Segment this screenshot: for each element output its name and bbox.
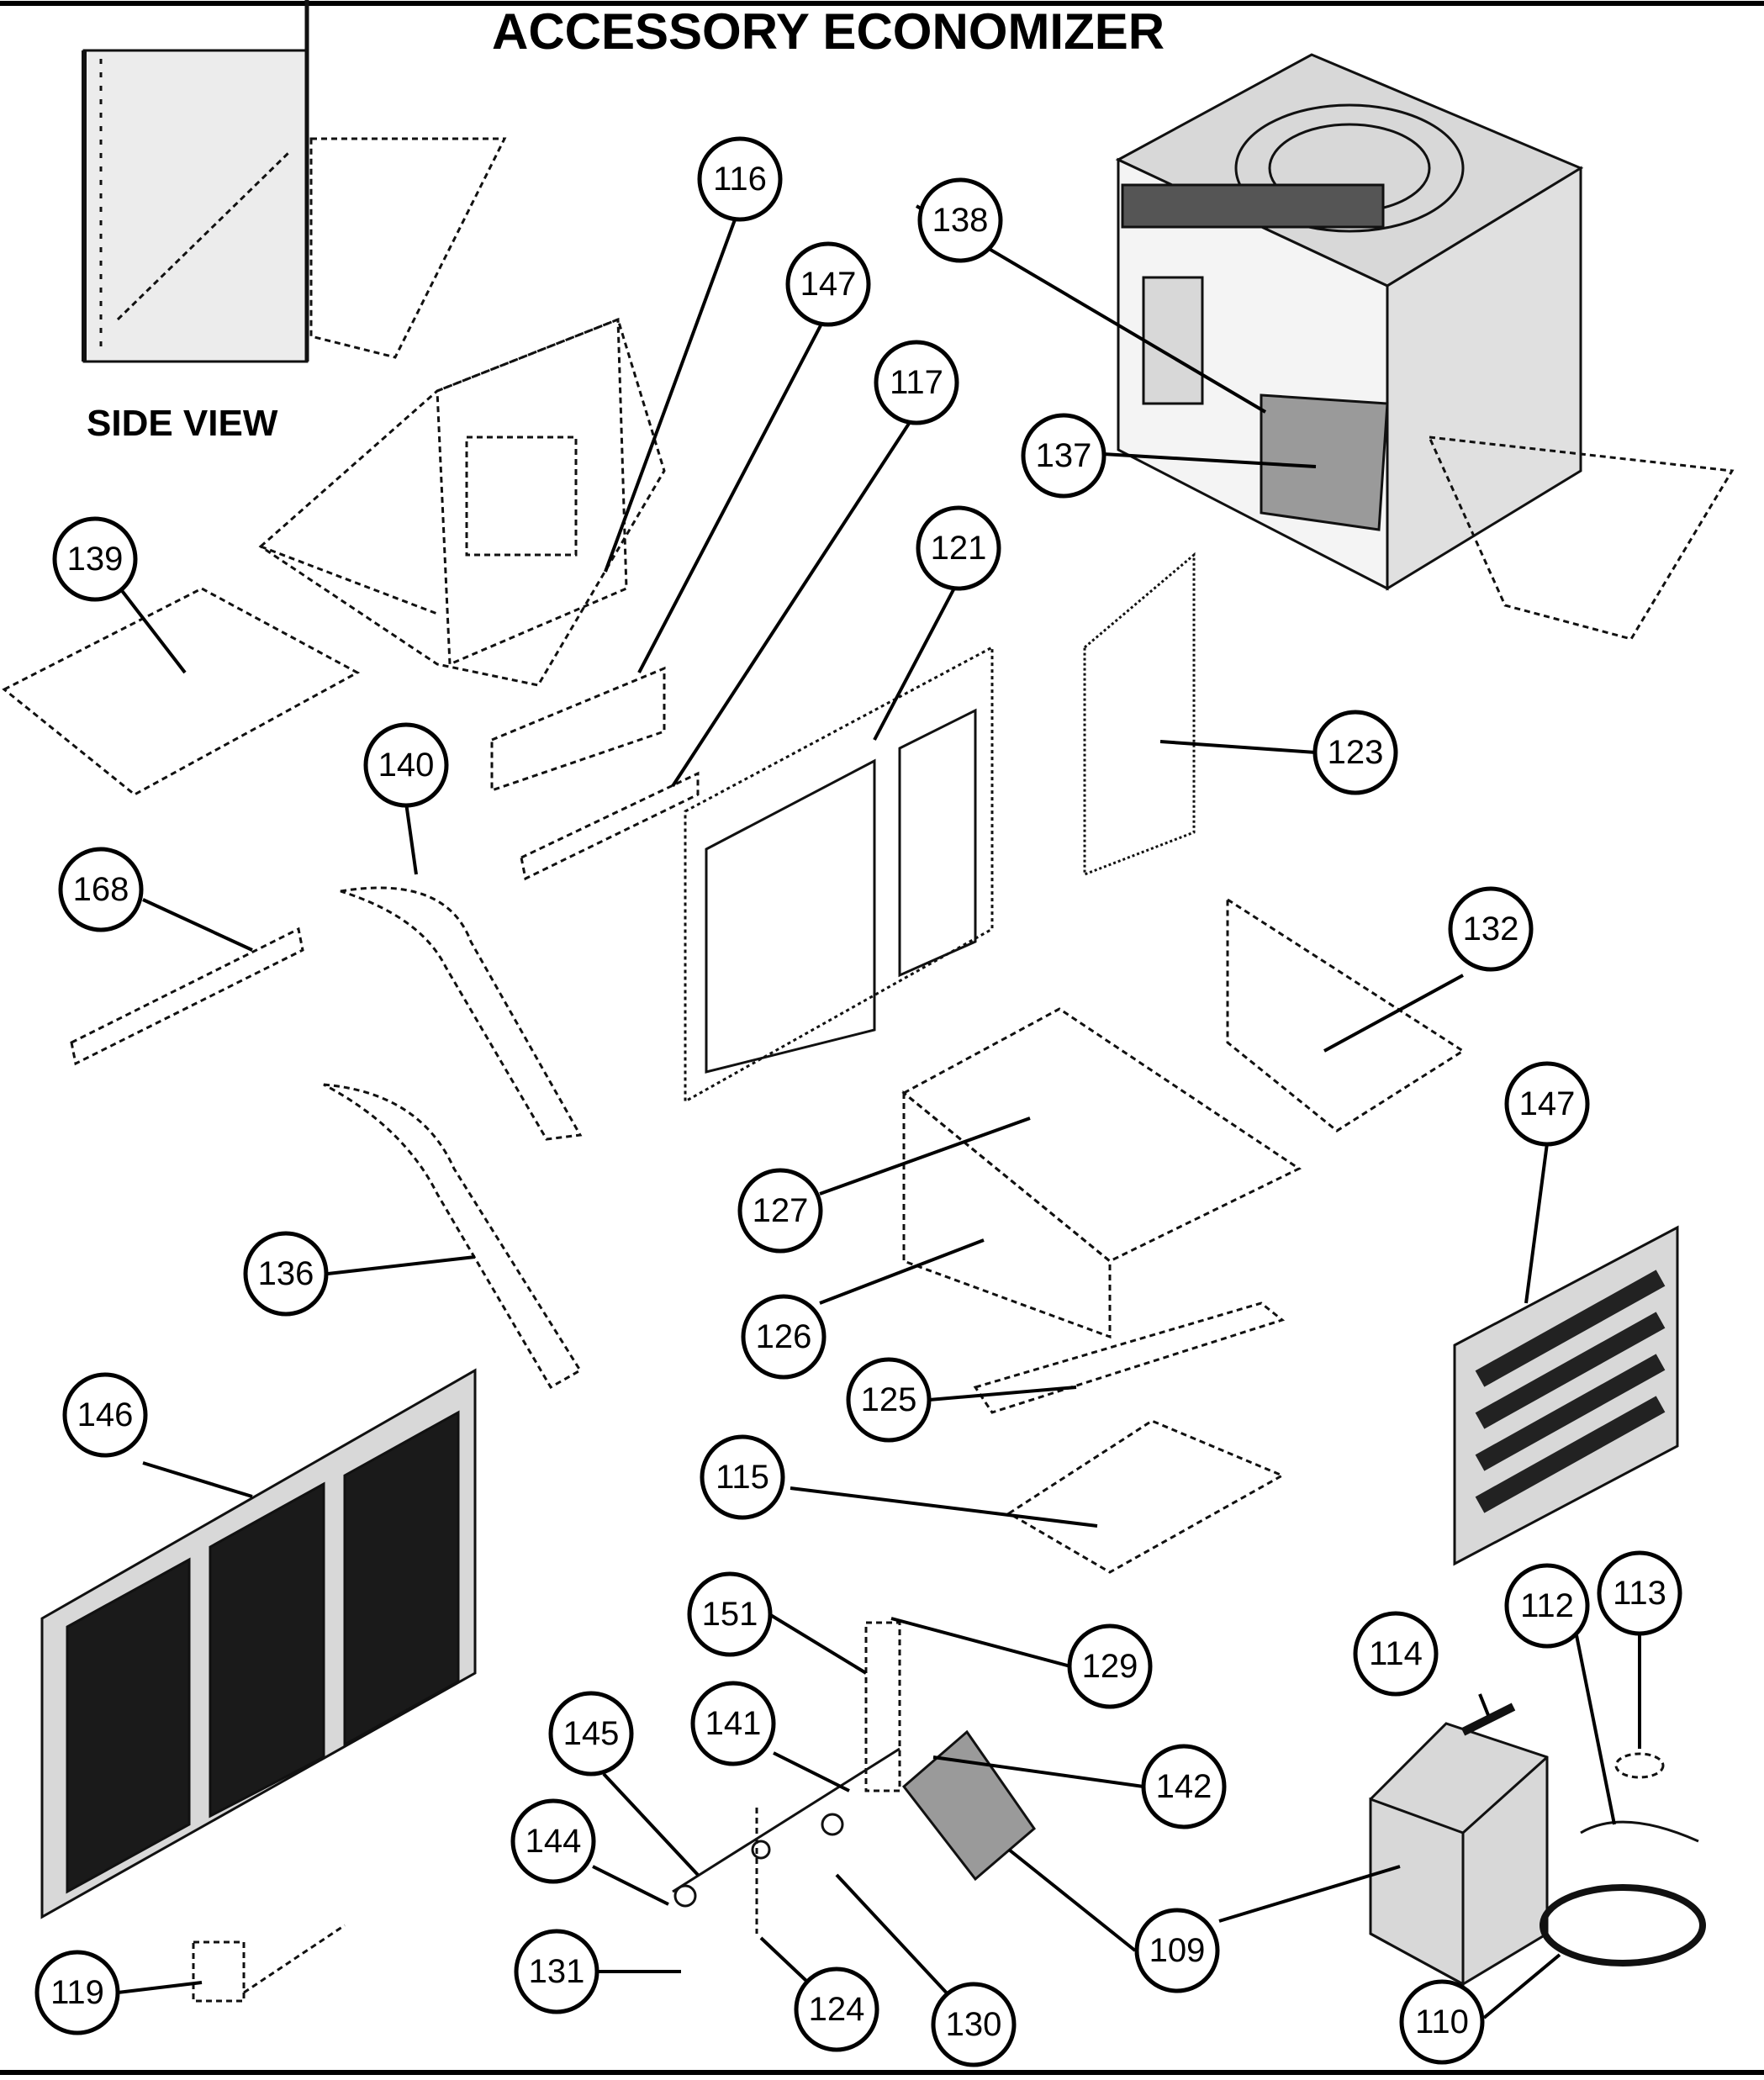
control-assembly xyxy=(672,1621,1037,1934)
callout-117: 117 xyxy=(874,340,959,425)
rooftop-unit xyxy=(1115,53,1735,641)
callout-112: 112 xyxy=(1504,1563,1590,1649)
part-147-strip xyxy=(490,666,666,793)
callout-129: 129 xyxy=(1067,1623,1153,1709)
svg-text:126: 126 xyxy=(756,1318,812,1355)
svg-text:139: 139 xyxy=(67,541,124,578)
callout-132: 132 xyxy=(1448,886,1534,972)
svg-text:140: 140 xyxy=(378,747,435,784)
svg-text:146: 146 xyxy=(77,1396,134,1433)
svg-text:124: 124 xyxy=(809,1991,865,2028)
part-110-ring xyxy=(1540,1884,1706,1966)
svg-text:138: 138 xyxy=(932,202,989,239)
svg-text:147: 147 xyxy=(800,266,857,303)
part-123-plate xyxy=(1083,552,1196,877)
part-109-actuator xyxy=(1369,1722,1549,1987)
svg-text:110: 110 xyxy=(1415,2003,1469,2040)
callout-116: 116 xyxy=(697,136,783,222)
part-146-filter-rack xyxy=(40,1368,477,1919)
part-119-bracket xyxy=(192,1924,346,2003)
part-132-plate xyxy=(1226,897,1466,1132)
callout-125: 125 xyxy=(846,1357,932,1443)
part-126-127-box xyxy=(901,1007,1302,1339)
callout-144: 144 xyxy=(510,1798,596,1884)
svg-text:137: 137 xyxy=(1036,437,1092,474)
part-140-bracket xyxy=(340,886,583,1141)
callout-127: 127 xyxy=(737,1168,823,1254)
callout-110: 110 xyxy=(1399,1979,1485,2065)
svg-text:127: 127 xyxy=(753,1192,809,1229)
callout-109: 109 xyxy=(1134,1908,1220,1993)
callout-151: 151 xyxy=(687,1571,773,1657)
svg-text:117: 117 xyxy=(890,364,943,401)
callout-115: 115 xyxy=(700,1434,785,1520)
callout-138: 138 xyxy=(917,177,1003,263)
svg-text:116: 116 xyxy=(713,161,767,198)
part-117-strip xyxy=(520,771,700,881)
svg-text:119: 119 xyxy=(50,1974,104,2011)
part-168-bar xyxy=(70,926,304,1066)
part-139-panel xyxy=(2,587,361,796)
callout-113: 113 xyxy=(1597,1550,1682,1636)
callout-136: 136 xyxy=(243,1231,329,1317)
svg-text:125: 125 xyxy=(861,1381,917,1418)
svg-text:109: 109 xyxy=(1149,1932,1206,1969)
callout-140: 140 xyxy=(363,722,449,808)
economizer-hood xyxy=(258,317,666,687)
svg-text:144: 144 xyxy=(526,1823,582,1860)
part-136-bracket xyxy=(323,1083,583,1390)
callout-114: 114 xyxy=(1353,1611,1439,1697)
svg-text:130: 130 xyxy=(946,2006,1002,2043)
svg-text:114: 114 xyxy=(1369,1635,1423,1672)
callout-142: 142 xyxy=(1141,1744,1227,1829)
svg-text:145: 145 xyxy=(563,1715,620,1752)
callout-121: 121 xyxy=(916,505,1001,591)
callout-119: 119 xyxy=(34,1950,120,2035)
callout-147: 147 xyxy=(1504,1061,1590,1147)
diagram-title: ACCESSORY ECONOMIZER xyxy=(492,3,1165,60)
part-112-sensor xyxy=(1580,1820,1699,1843)
svg-text:121: 121 xyxy=(931,530,987,567)
svg-text:132: 132 xyxy=(1463,911,1519,948)
callout-123: 123 xyxy=(1312,710,1398,795)
side-view-inset xyxy=(82,0,507,363)
callout-131: 131 xyxy=(514,1929,599,2014)
callout-124: 124 xyxy=(794,1966,879,2052)
callout-145: 145 xyxy=(548,1691,634,1776)
svg-text:129: 129 xyxy=(1082,1648,1138,1685)
part-121-frame xyxy=(684,645,994,1104)
part-115-tray xyxy=(1006,1419,1286,1574)
callout-126: 126 xyxy=(741,1294,827,1380)
callout-137: 137 xyxy=(1021,413,1106,499)
svg-text:136: 136 xyxy=(258,1255,314,1292)
part-114-screw xyxy=(1460,1703,1516,1736)
svg-text:131: 131 xyxy=(529,1953,585,1990)
svg-text:141: 141 xyxy=(705,1705,762,1742)
svg-text:151: 151 xyxy=(702,1596,758,1633)
callout-130: 130 xyxy=(931,1982,1017,2067)
callout-147: 147 xyxy=(785,241,871,327)
svg-text:123: 123 xyxy=(1328,734,1384,771)
callout-141: 141 xyxy=(690,1681,776,1766)
callout-168: 168 xyxy=(58,847,144,932)
side-view-label: SIDE VIEW xyxy=(87,403,278,444)
svg-text:168: 168 xyxy=(73,871,129,908)
callout-146: 146 xyxy=(62,1372,148,1458)
svg-text:112: 112 xyxy=(1520,1587,1574,1624)
svg-text:147: 147 xyxy=(1519,1085,1576,1122)
svg-text:113: 113 xyxy=(1613,1575,1666,1612)
svg-text:142: 142 xyxy=(1156,1768,1212,1805)
callout-139: 139 xyxy=(52,516,138,602)
svg-text:115: 115 xyxy=(716,1459,769,1496)
part-147-louver-panel xyxy=(1453,1225,1679,1566)
part-113-washer xyxy=(1614,1752,1665,1779)
part-125-tray xyxy=(973,1301,1286,1414)
